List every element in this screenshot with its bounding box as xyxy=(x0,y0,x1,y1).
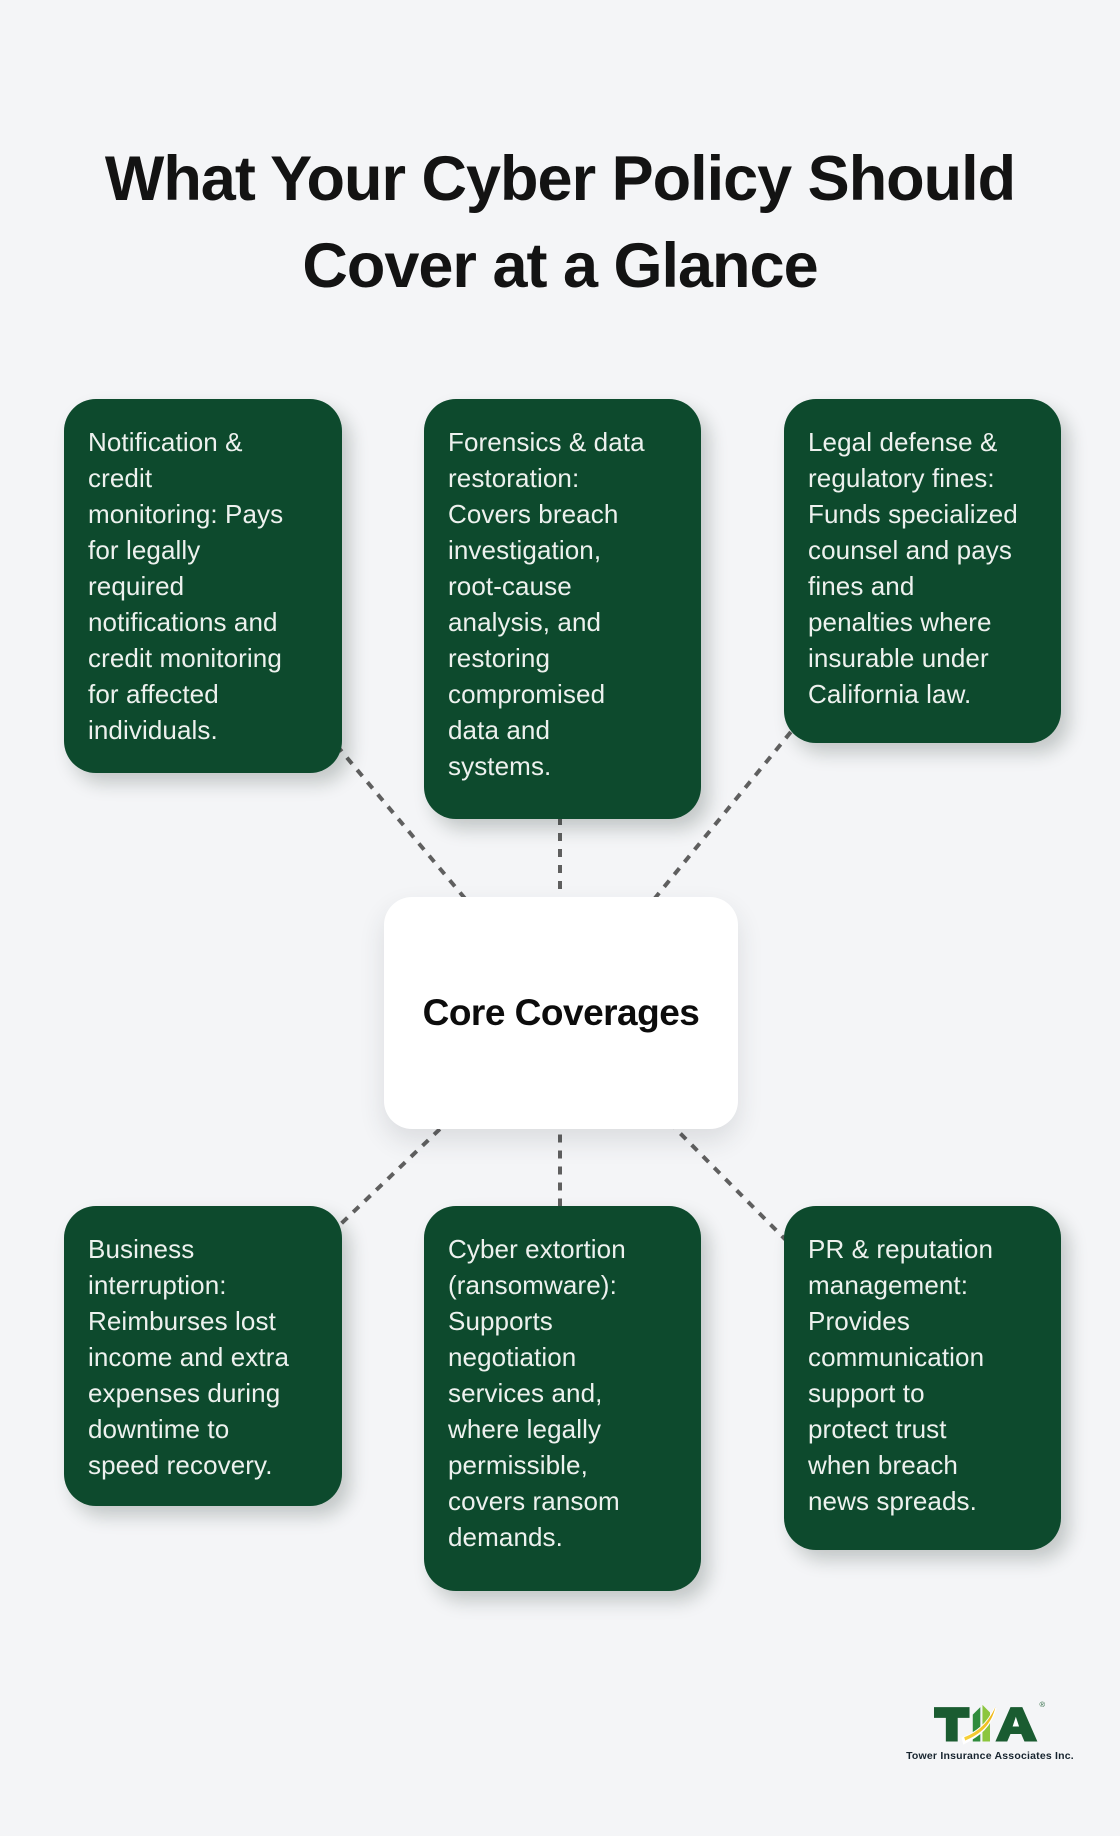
coverage-card-notification-credit-monitoring: Notification & credit monitoring: Pays f… xyxy=(64,399,342,773)
coverage-card-business-interruption: Business interruption: Reimburses lost i… xyxy=(64,1206,342,1506)
tia-monogram-icon: ® xyxy=(934,1700,1046,1745)
coverage-card-text: Business interruption: Reimburses lost i… xyxy=(88,1234,290,1480)
coverage-card-forensics-data-restoration: Forensics & data restoration: Covers bre… xyxy=(424,399,701,819)
coverage-card-cyber-extortion: Cyber extortion (ransomware): Supports n… xyxy=(424,1206,701,1591)
logo-wordmark: Tower Insurance Associates Inc. xyxy=(906,1750,1074,1762)
registered-mark: ® xyxy=(1040,1700,1046,1709)
coverage-card-text: Notification & credit monitoring: Pays f… xyxy=(88,427,284,745)
tia-logo: ® Tower Insurance Associates Inc. xyxy=(902,1694,1078,1762)
coverage-card-text: PR & reputation management: Provides com… xyxy=(808,1234,994,1516)
coverage-card-text: Cyber extortion (ransomware): Supports n… xyxy=(448,1234,626,1552)
coverage-card-text: Forensics & data restoration: Covers bre… xyxy=(448,427,645,781)
core-coverages-node: Core Coverages xyxy=(384,897,738,1129)
page-title: What Your Cyber Policy Should Cover at a… xyxy=(104,144,1016,302)
core-coverages-label: Core Coverages xyxy=(422,992,700,1033)
coverage-card-text: Legal defense & regulatory fines: Funds … xyxy=(808,427,1018,709)
coverage-card-legal-defense-regulatory-fines: Legal defense & regulatory fines: Funds … xyxy=(784,399,1061,743)
coverage-card-pr-reputation-management: PR & reputation management: Provides com… xyxy=(784,1206,1061,1550)
